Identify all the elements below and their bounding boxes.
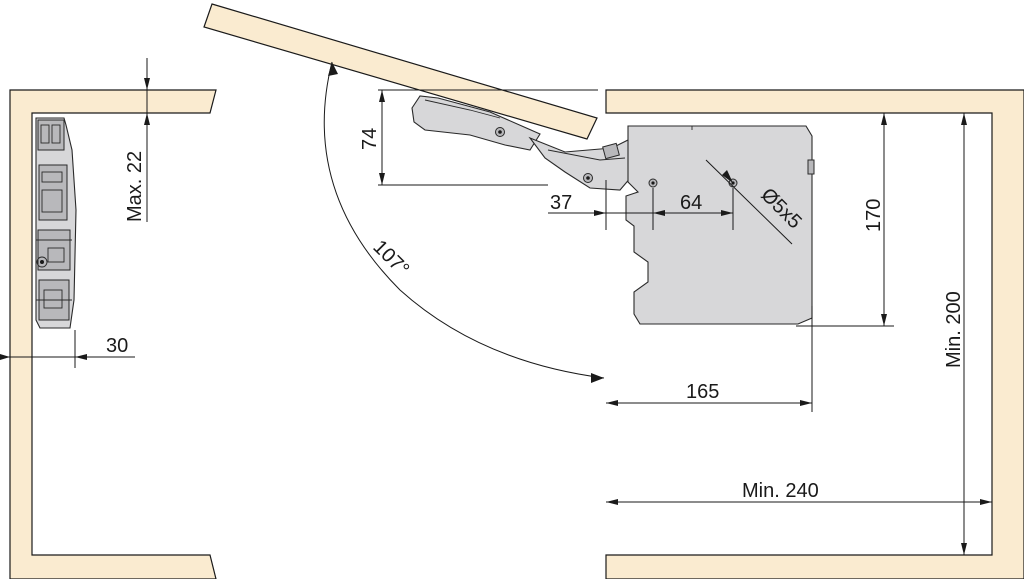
- min-height-label: Min. 200: [943, 291, 965, 368]
- min-depth-dimension: Min. 240: [606, 480, 992, 505]
- max-gap-label: Max. 22: [124, 151, 146, 222]
- max-gap-dimension: Max. 22: [124, 58, 160, 222]
- left-cabinet-panel: [9, 89, 217, 579]
- hole-spacing-label: 64: [680, 192, 702, 214]
- left-cabinet: [9, 89, 217, 579]
- mech-depth-dimension: 165: [606, 306, 813, 412]
- hinge-arm-icon: [411, 95, 633, 191]
- side-offset-dimension: 30: [0, 330, 135, 368]
- lift-mechanism-front-view-icon: [35, 117, 77, 329]
- mech-height-label: 170: [863, 199, 885, 232]
- lift-mechanism-side-view-icon: [625, 125, 815, 325]
- opening-angle-label: 107°: [368, 236, 413, 281]
- right-cabinet-panel: [605, 89, 1024, 579]
- arm-height-dimension: 74: [359, 89, 598, 186]
- flap-door: [203, 3, 598, 140]
- hole-spacing-dimension: 64: [653, 188, 734, 230]
- min-height-dimension: Min. 200: [943, 113, 967, 555]
- arm-offset-label: 37: [550, 192, 572, 214]
- arm-height-label: 74: [359, 128, 381, 150]
- right-cabinet: [605, 89, 1024, 579]
- side-offset-label: 30: [106, 335, 128, 357]
- flap-panel: [203, 3, 598, 140]
- min-depth-label: Min. 240: [742, 480, 819, 502]
- arm-offset-dimension: 37: [548, 180, 654, 230]
- mech-depth-label: 165: [686, 381, 719, 403]
- mech-height-dimension: 170: [796, 112, 894, 327]
